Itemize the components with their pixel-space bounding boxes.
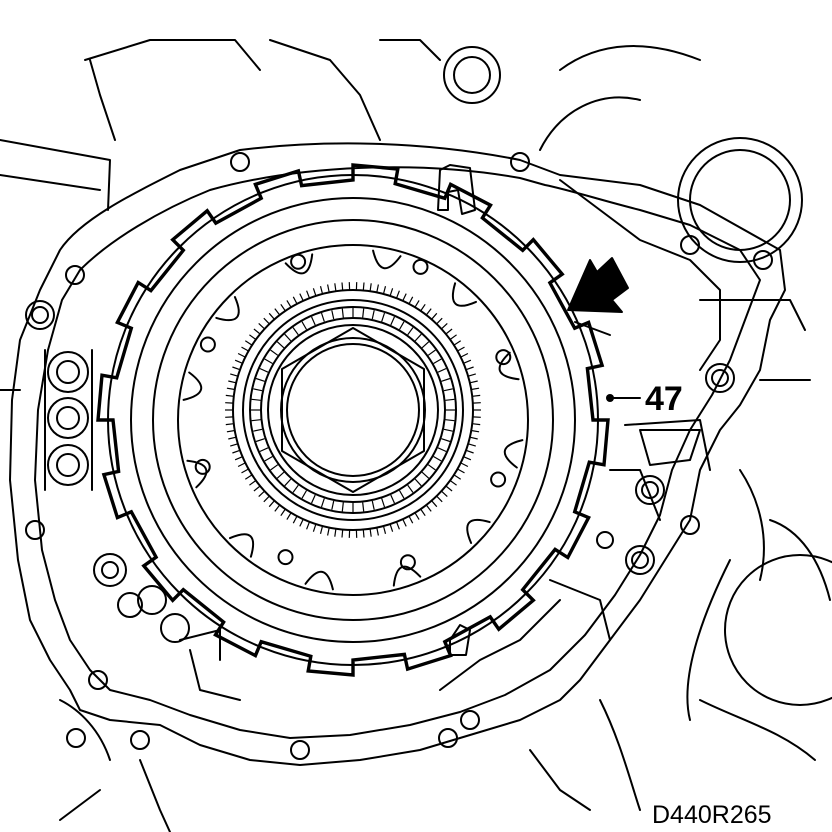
- flange-bolt-holes: [25, 152, 773, 760]
- clutch-drum: [96, 163, 610, 677]
- background-casting: [0, 39, 816, 832]
- reference-code: D440R265: [652, 801, 772, 829]
- callout-label: 47: [645, 380, 683, 418]
- snap-ring-tab: [437, 164, 476, 656]
- splined-hub: [225, 282, 481, 538]
- housing-flange: [9, 142, 786, 766]
- callout-47: 47: [606, 380, 683, 418]
- housing-bosses: [443, 46, 832, 706]
- oil-passages: [44, 349, 190, 643]
- pointer-arrow: [567, 257, 629, 336]
- spring-tabs: [182, 249, 524, 591]
